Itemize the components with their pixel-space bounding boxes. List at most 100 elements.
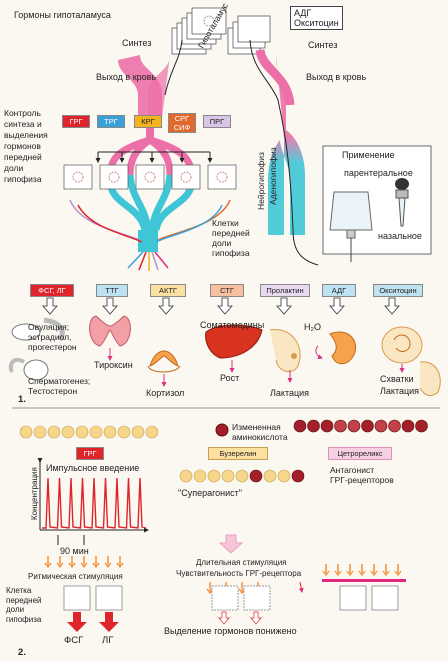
tag-grg: ГРГ (62, 115, 90, 128)
sperm-line: Сперматогенез; (28, 376, 91, 386)
ovulation-line: эстрадиол, (28, 332, 72, 342)
ovulation-label: Овуляция; эстрадиол, прогестерон (28, 322, 77, 352)
control-line: гипофиза (4, 174, 42, 184)
anterior-line: передней (212, 228, 250, 238)
amino-acid-bead (347, 419, 361, 433)
amino-acid-bead (179, 469, 193, 483)
nasal-label: назальное (378, 231, 422, 241)
hypothalamus-cells-left (171, 7, 227, 55)
concentration-label: Концентрация (30, 467, 39, 520)
application-title: Применение (342, 150, 395, 160)
contractions-label: Схватки (380, 374, 414, 384)
lh-output-arrow (99, 612, 119, 632)
amino-acid-bead (388, 419, 401, 433)
control-line: доли (4, 163, 24, 173)
tag-adh: АДГ (322, 284, 356, 297)
infusion-bottle-icon (329, 191, 373, 262)
stimulation-arrowhead (44, 562, 52, 568)
sensitivity-label: Чувствительность ГРГ-рецептора (176, 569, 302, 578)
portal-vessels (106, 136, 196, 181)
hormone-output-arrows (127, 251, 169, 271)
lactation-label-2: Лактация (380, 386, 420, 396)
ovulation-line: прогестерон (28, 342, 77, 352)
amino-acid-bead (291, 469, 305, 483)
anterior-line: доли (212, 238, 232, 248)
stimulation-arrowhead (104, 562, 112, 568)
cell-line: Клетка (6, 586, 32, 595)
ovulation-line: Овуляция; (28, 322, 70, 332)
growth-label: Рост (220, 373, 240, 383)
hormone-down-arrows (42, 297, 400, 315)
adh-label: АДГ (294, 8, 312, 18)
peptide-chains (19, 419, 428, 483)
cetrorelix-blocker (322, 579, 406, 582)
stimulation-arrowhead (370, 570, 378, 576)
stimulation-arrowhead (334, 570, 342, 576)
amino-acid-bead (117, 425, 131, 439)
stimulation-arrowhead (358, 570, 366, 576)
amino-acid-bead (361, 419, 374, 433)
amino-acid-bead (131, 425, 145, 439)
stimulation-arrowhead (116, 562, 124, 568)
long-stimulation-label: Длительная стимуляция (196, 558, 287, 567)
part2-number: 2. (18, 647, 26, 658)
stimulation-arrowhead (382, 570, 390, 576)
changed-line: аминокислота (232, 432, 288, 442)
control-line: синтеза и (4, 119, 42, 129)
rhythmic-label: Ритмическая стимуляция (28, 572, 123, 581)
minutes-label: 90 мин (60, 546, 89, 556)
anterior-pituitary-cells (63, 164, 237, 190)
sperm-line: Тестостерон (28, 386, 78, 396)
release-left: Выход в кровь (96, 72, 157, 82)
uterus-icon (381, 326, 423, 364)
adrenal-icon (147, 350, 181, 373)
control-line: гормонов (4, 141, 41, 151)
fsh-label: ФСГ (64, 635, 84, 646)
hypothalamus-hormones-title: Гормоны гипоталамуса (14, 10, 111, 20)
lactation-breast-icon (419, 361, 441, 396)
synthesis-right: Синтез (308, 40, 338, 50)
cell-line: гипофиза (6, 614, 42, 624)
part2-cells (63, 585, 399, 611)
tag-stg: СТГ (210, 284, 244, 297)
lh-label: ЛГ (102, 635, 114, 646)
control-line: Контроль (4, 108, 41, 118)
tag-sif: СИФ (173, 123, 191, 132)
nasal-dropper-icon (395, 178, 409, 227)
cell-line: передней (6, 595, 42, 605)
control-line: выделения (4, 130, 48, 140)
fsh-output-arrow (67, 612, 87, 632)
thyroid-icon (89, 315, 131, 347)
tag-prolactin: Пролактин (260, 284, 310, 297)
ovary-testis-icon (8, 317, 65, 381)
amino-acid-bead (277, 469, 291, 483)
liver-icon (205, 324, 263, 359)
tag-ttg: ТТГ (96, 284, 128, 297)
long-stimulation-arrow (218, 534, 244, 554)
synthesis-left: Синтез (122, 38, 152, 48)
kidney-icon (329, 331, 357, 365)
amino-acid-bead (374, 419, 388, 433)
amino-acid-bead (103, 425, 117, 439)
breast-icon (269, 328, 301, 373)
parenteral-label: парентеральное (344, 168, 413, 178)
part2-tag-grg: ГРГ (76, 447, 104, 460)
stimulation-arrowhead (68, 562, 76, 568)
stimulation-arrowhead (80, 562, 88, 568)
amino-acid-bead (320, 419, 334, 433)
water-label: H₂O (304, 322, 321, 332)
cortisol-label: Кортизол (146, 388, 185, 398)
adh-oxytocin-box: АДГ Окситоцин (290, 6, 343, 30)
tag-buserelin: Бузерелин (208, 447, 268, 460)
changed-aminoacid-legend (215, 423, 229, 437)
amino-acid-bead (75, 425, 89, 439)
control-line: передней (4, 152, 42, 162)
tag-oxytocin: Окситоцин (373, 284, 423, 297)
stimulation-arrowhead (346, 570, 354, 576)
neurohypophysis-label: Нейрогипофиз (256, 152, 266, 210)
pulse-intro-label: Импульсное введение (46, 463, 140, 473)
anterior-cells-label: Клетки передней доли гипофиза (212, 218, 250, 258)
control-label: Контроль синтеза и выделения гормонов пе… (4, 108, 48, 185)
tag-actg: АКТГ (150, 284, 186, 297)
